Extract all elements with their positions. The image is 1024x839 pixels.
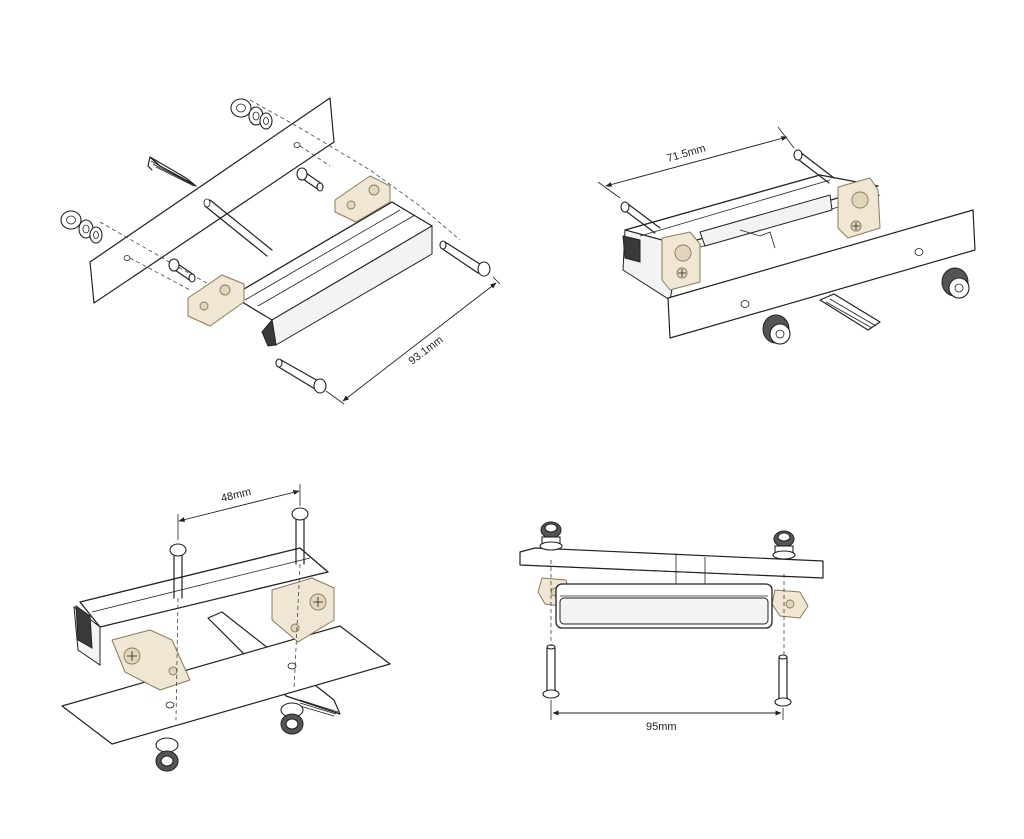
view-2-dimension-label: 71.5mm	[666, 142, 708, 164]
view-1-handle-body	[231, 201, 433, 347]
view-3-dimension-label: 48mm	[220, 486, 253, 505]
view-3-bracket	[111, 629, 191, 691]
view-2-screw	[793, 149, 835, 184]
view-2-plate-hole	[740, 300, 750, 308]
view-1-nut-washer-set	[230, 98, 273, 130]
view-3-screw	[169, 543, 187, 599]
view-2-nut	[941, 267, 970, 299]
view-1-screw	[439, 240, 491, 277]
view-2-dimension-line: 71.5mm	[597, 126, 795, 199]
view-3-handle-body	[73, 547, 329, 666]
view-1-dimension-label: 93.1mm	[407, 334, 446, 368]
view-3-nut	[155, 737, 179, 772]
view-4-handle-body	[555, 583, 773, 629]
view-4-dimension-line: 95mm	[550, 700, 784, 733]
view-2-assembled-mounting: 71.5mm	[597, 126, 976, 345]
view-3-nut	[280, 702, 304, 735]
view-2-nut	[762, 314, 791, 345]
view-4-nut	[539, 521, 563, 551]
view-4-nut	[772, 530, 796, 560]
view-1-bracket	[334, 175, 391, 223]
view-2-plate-hole	[914, 248, 924, 256]
view-2-bracket	[661, 231, 701, 291]
view-4-screw	[542, 644, 560, 699]
view-3-mounting-plate	[61, 625, 391, 745]
view-3-bracket	[271, 577, 335, 643]
view-3-exploded-mounting: 48mm	[61, 484, 391, 772]
view-1-plate-hole	[293, 142, 301, 148]
view-4-screw	[774, 654, 792, 707]
view-1-ribbon-cable	[147, 156, 197, 187]
view-4-dimension-label: 95mm	[646, 721, 677, 733]
view-2-screw	[620, 201, 661, 234]
view-3-plate-hole	[165, 701, 175, 709]
view-2-bracket	[837, 177, 881, 239]
view-3-plate-hole	[287, 662, 297, 670]
view-3-dimension-line: 48mm	[177, 484, 301, 540]
view-1-stud	[296, 167, 324, 192]
view-4-mounting-plate	[519, 547, 824, 579]
view-2-ribbon-cable	[819, 293, 881, 331]
view-1-stud	[168, 258, 196, 283]
view-1-bracket	[187, 274, 245, 327]
view-2-mounting-plate	[667, 209, 976, 339]
view-1-nut-washer-set	[60, 210, 103, 244]
view-4-front-mounting: 95mm	[519, 521, 824, 733]
view-4-bracket	[771, 589, 809, 619]
view-1-screw	[275, 358, 327, 394]
view-1-exploded-mounting: 93.1mm	[60, 97, 501, 405]
